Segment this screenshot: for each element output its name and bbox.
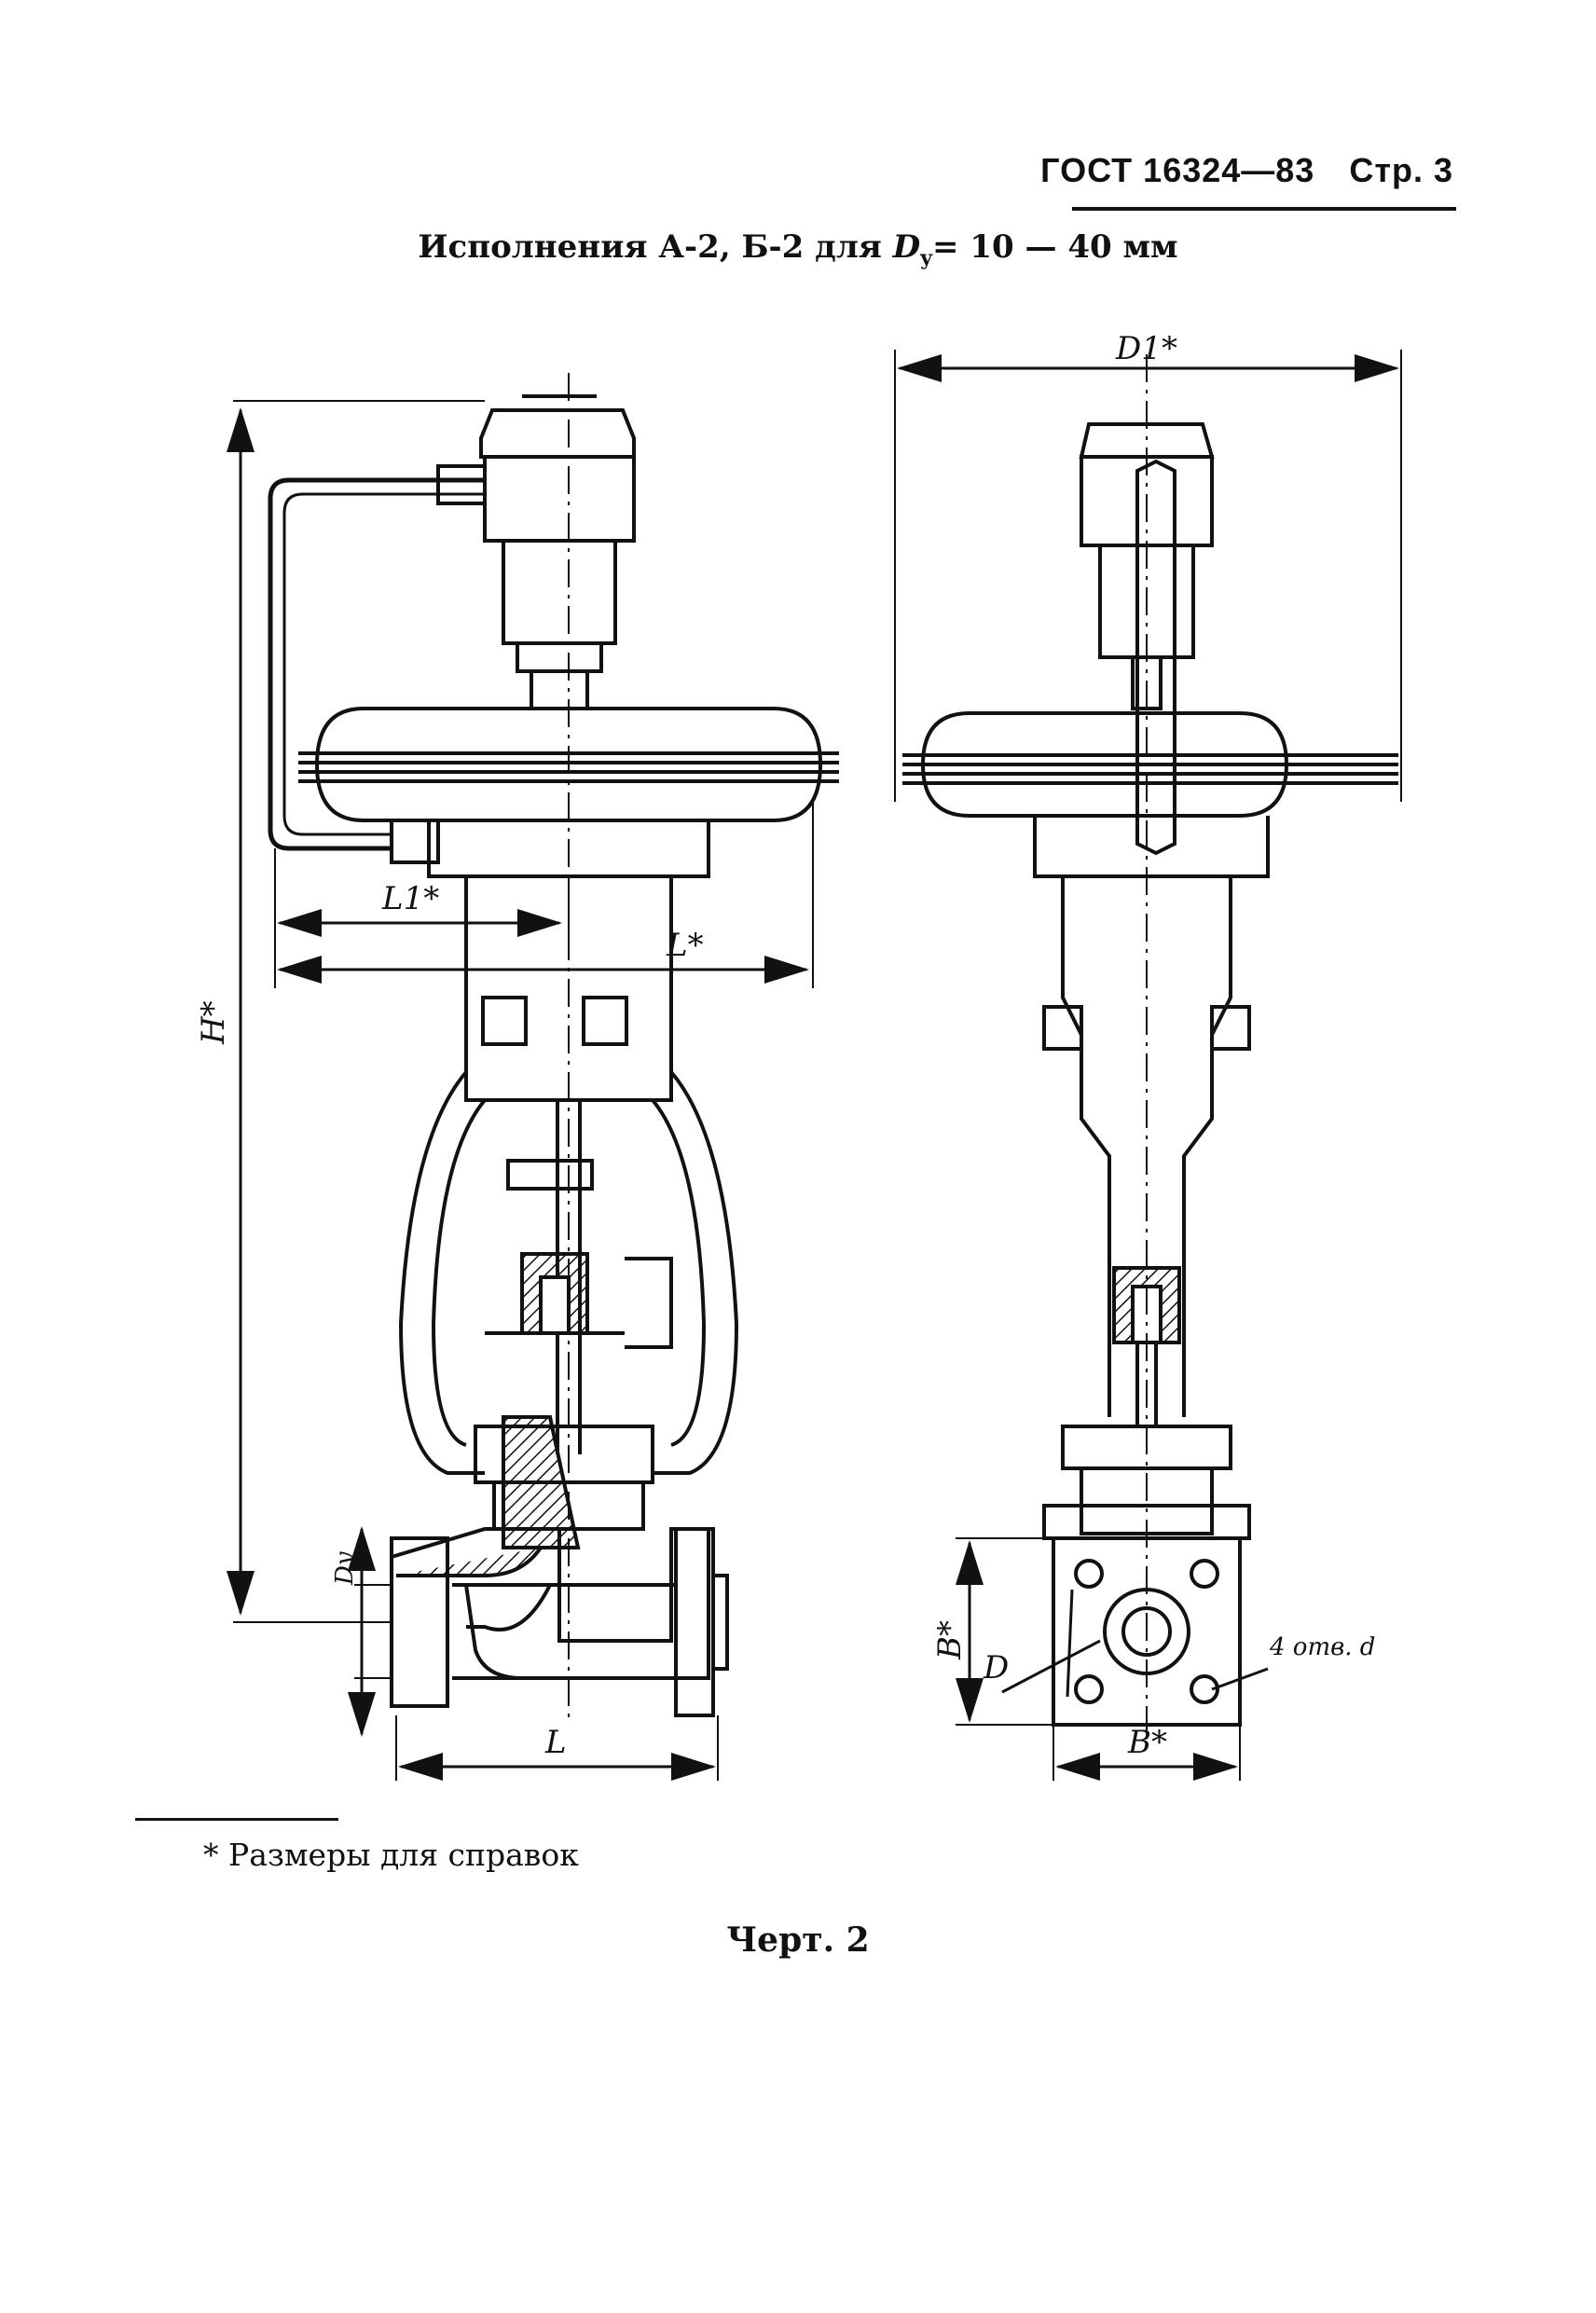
right-diaphragm bbox=[920, 711, 1289, 818]
title-prefix: Исполнения А-2, Б-2 для bbox=[418, 228, 893, 266]
positioner-lower bbox=[502, 539, 617, 645]
scale-plate bbox=[625, 1257, 673, 1349]
right-yoke bbox=[1061, 876, 1232, 1417]
positioner-body bbox=[483, 455, 636, 543]
footnote: * Размеры для справок bbox=[203, 1837, 579, 1873]
right-tube bbox=[1135, 459, 1176, 856]
label-dy: Dy bbox=[331, 1551, 359, 1586]
page-number: Стр. 3 bbox=[1349, 151, 1453, 189]
label-l1: L1* bbox=[381, 880, 439, 917]
header-rule bbox=[1072, 207, 1456, 211]
drawing-title: Исполнения А-2, Б-2 для Dy= 10 — 40 мм bbox=[0, 228, 1596, 270]
title-suffix: = 10 — 40 мм bbox=[932, 228, 1178, 266]
bonnet bbox=[474, 1425, 654, 1484]
label-b-vertical: B* bbox=[931, 1620, 969, 1660]
right-view bbox=[902, 354, 1398, 1743]
air-tube bbox=[268, 477, 485, 851]
diaphragm-housing bbox=[314, 707, 823, 822]
figure-caption: Черт. 2 bbox=[726, 1921, 870, 1960]
label-b-horizontal: B* bbox=[1127, 1724, 1167, 1761]
positioner-cap bbox=[479, 408, 636, 459]
title-subscript: y bbox=[920, 245, 933, 270]
dim-holes-leader bbox=[1211, 1667, 1269, 1691]
label-d: D bbox=[983, 1649, 1009, 1687]
dim-d-leader bbox=[1001, 1639, 1101, 1694]
valve-body bbox=[391, 1527, 710, 1680]
label-d1: D1* bbox=[1115, 330, 1177, 367]
page-header: ГОСТ 16324—83 Стр. 3 bbox=[1016, 151, 1453, 190]
label-l-star: L* bbox=[666, 927, 704, 964]
label-l: L bbox=[544, 1724, 567, 1761]
standard-number: ГОСТ 16324—83 bbox=[1040, 151, 1315, 189]
left-view bbox=[268, 373, 839, 1725]
title-symbol: D bbox=[892, 228, 921, 266]
footnote-rule bbox=[135, 1818, 338, 1821]
left-flange bbox=[390, 1536, 449, 1708]
label-holes: 4 отв. d bbox=[1269, 1633, 1375, 1661]
yoke-arms bbox=[398, 1070, 485, 1475]
label-h: H* bbox=[195, 1000, 232, 1045]
